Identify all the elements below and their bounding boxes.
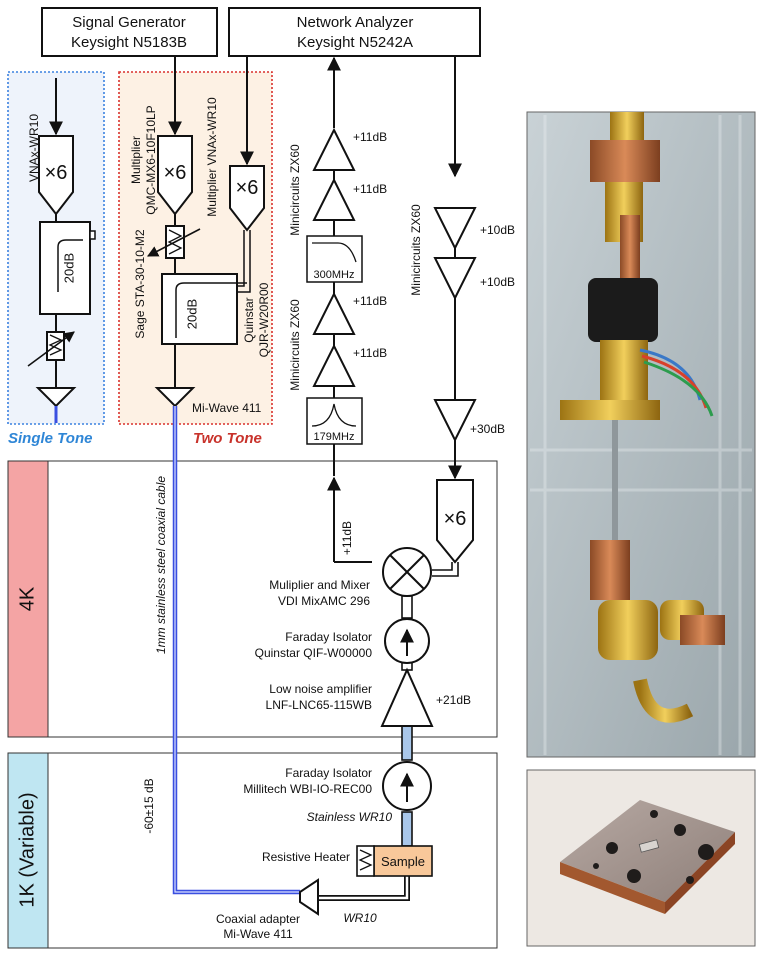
mixer bbox=[382, 547, 432, 597]
coaxial-cable bbox=[172, 406, 300, 895]
gain-11db-d: +11dB bbox=[353, 346, 387, 360]
minicircuits-right-label: Minicircuits ZX60 bbox=[409, 204, 423, 296]
gain-11db-b: +11dB bbox=[353, 182, 387, 196]
sample-label: Sample bbox=[381, 854, 425, 869]
signal-generator-box: Signal Generator Keysight N5183B bbox=[41, 7, 218, 57]
gain-21db: +21dB bbox=[436, 693, 471, 707]
quinstar-model: QJR-W20R00 bbox=[257, 282, 271, 357]
filter-300mhz-label: 300MHz bbox=[314, 269, 355, 281]
receive-chain bbox=[306, 56, 372, 563]
stainless-wr10-label: Stainless WR10 bbox=[307, 810, 393, 824]
attenuation-label: -60±15 dB bbox=[142, 778, 156, 833]
multiplier-vnax-label: Multiplier VNAx-WR10 bbox=[205, 97, 219, 217]
filter-179mhz-label: 179MHz bbox=[314, 431, 355, 443]
transmit-chain bbox=[432, 56, 477, 577]
gain-11db-ifout: +11dB bbox=[340, 521, 354, 555]
quinstar-label: Quinstar bbox=[242, 297, 256, 342]
minicircuits-lower-label: Minicircuits ZX60 bbox=[288, 299, 302, 391]
sage-attenuator-label: Sage STA-30-10-M2 bbox=[133, 229, 147, 338]
stage-1k-label: 1K (Variable) bbox=[16, 792, 38, 907]
two-tone-multiplier-a-x6: ×6 bbox=[164, 162, 187, 184]
sample-block: Sample bbox=[356, 845, 433, 877]
gain-30db: +30dB bbox=[470, 422, 505, 436]
faraday-1k-label: Faraday Isolator bbox=[285, 766, 372, 780]
mixer-label: Muliplier and Mixer bbox=[269, 578, 370, 592]
two-tone-label: Two Tone bbox=[193, 430, 262, 447]
gain-10db-b: +10dB bbox=[480, 275, 515, 289]
sample-plate-photo bbox=[526, 769, 756, 947]
coaxial-adapter bbox=[299, 878, 319, 916]
single-tone-label: Single Tone bbox=[8, 430, 92, 447]
coax-adapter-model: Mi-Wave 411 bbox=[223, 927, 293, 941]
network-analyzer-title: Network Analyzer bbox=[297, 14, 414, 31]
mixer-model: VDI MixAMC 296 bbox=[278, 594, 370, 608]
single-tone-vnax-label: VNAx-WR10 bbox=[27, 114, 41, 182]
resistive-heater-label: Resistive Heater bbox=[262, 850, 350, 864]
faraday-4k-model: Quinstar QIF-W00000 bbox=[255, 646, 373, 660]
lna-label: Low noise amplifier bbox=[269, 682, 372, 696]
faraday-4k-label: Faraday Isolator bbox=[285, 630, 372, 644]
transmit-multiplier-x6: ×6 bbox=[444, 508, 467, 530]
multiplier-qmc-model: QMC-MX6-10F10LP bbox=[144, 105, 158, 214]
stage-4k-label: 4K bbox=[16, 586, 38, 611]
faraday-1k-model: Millitech WBI-IO-REC00 bbox=[243, 782, 372, 796]
lna-model: LNF-LNC65-115WB bbox=[266, 698, 372, 712]
single-tone-attenuator-label: 20dB bbox=[61, 253, 76, 283]
coax-cable-label: 1mm stainless steel coaxial cable bbox=[154, 476, 168, 654]
single-tone-multiplier-x6: ×6 bbox=[45, 162, 68, 184]
coax-adapter-label: Coaxial adapter bbox=[216, 912, 300, 926]
stage-4k: 4K bbox=[7, 460, 498, 738]
gain-11db-c: +11dB bbox=[353, 294, 387, 308]
minicircuits-upper-label: Minicircuits ZX60 bbox=[288, 144, 302, 236]
gain-11db-a: +11dB bbox=[353, 130, 387, 144]
faraday-isolator-4k bbox=[384, 618, 430, 664]
signal-generator-title: Signal Generator bbox=[72, 14, 185, 31]
two-tone-multiplier-b-x6: ×6 bbox=[236, 177, 259, 199]
faraday-isolator-1k bbox=[382, 761, 432, 811]
cryostat-photo bbox=[526, 111, 756, 758]
two-tone-chain bbox=[147, 56, 265, 408]
gain-10db-a: +10dB bbox=[480, 223, 515, 237]
two-tone-attenuator-label: 20dB bbox=[184, 299, 199, 329]
network-analyzer-box: Network Analyzer Keysight N5242A bbox=[228, 7, 481, 57]
network-analyzer-model: Keysight N5242A bbox=[297, 34, 413, 51]
wr10-label: WR10 bbox=[343, 911, 377, 925]
multiplier-qmc-label: Multiplier bbox=[129, 136, 143, 184]
miwave-label: Mi-Wave 411 bbox=[192, 401, 262, 415]
single-tone-chain bbox=[27, 78, 96, 408]
signal-generator-model: Keysight N5183B bbox=[71, 34, 187, 51]
low-noise-amplifier bbox=[380, 667, 434, 727]
